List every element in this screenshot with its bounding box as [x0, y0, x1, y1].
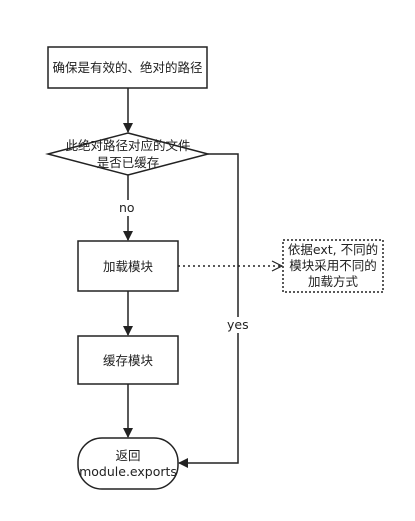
edge-label-yes: yes: [225, 317, 251, 333]
ensure-path-label: 确保是有效的、绝对的路径: [52, 60, 203, 75]
edge-check-to-return-yes: [178, 153, 239, 468]
check-cache-label: 此绝对路径对应的文件是否已缓存: [65, 138, 191, 170]
cache-module-label: 缓存模块: [102, 352, 153, 368]
return-exports-label: 返回 module.exports: [79, 447, 177, 479]
note-label: 依据ext, 不同的模块采用不同的加载方式: [287, 242, 379, 289]
cache-module-box: [77, 335, 179, 385]
ensure-path-box: [47, 46, 208, 89]
edge-label-no: no: [117, 200, 137, 216]
load-module-label: 加载模块: [102, 258, 153, 274]
note-box: [282, 239, 384, 293]
